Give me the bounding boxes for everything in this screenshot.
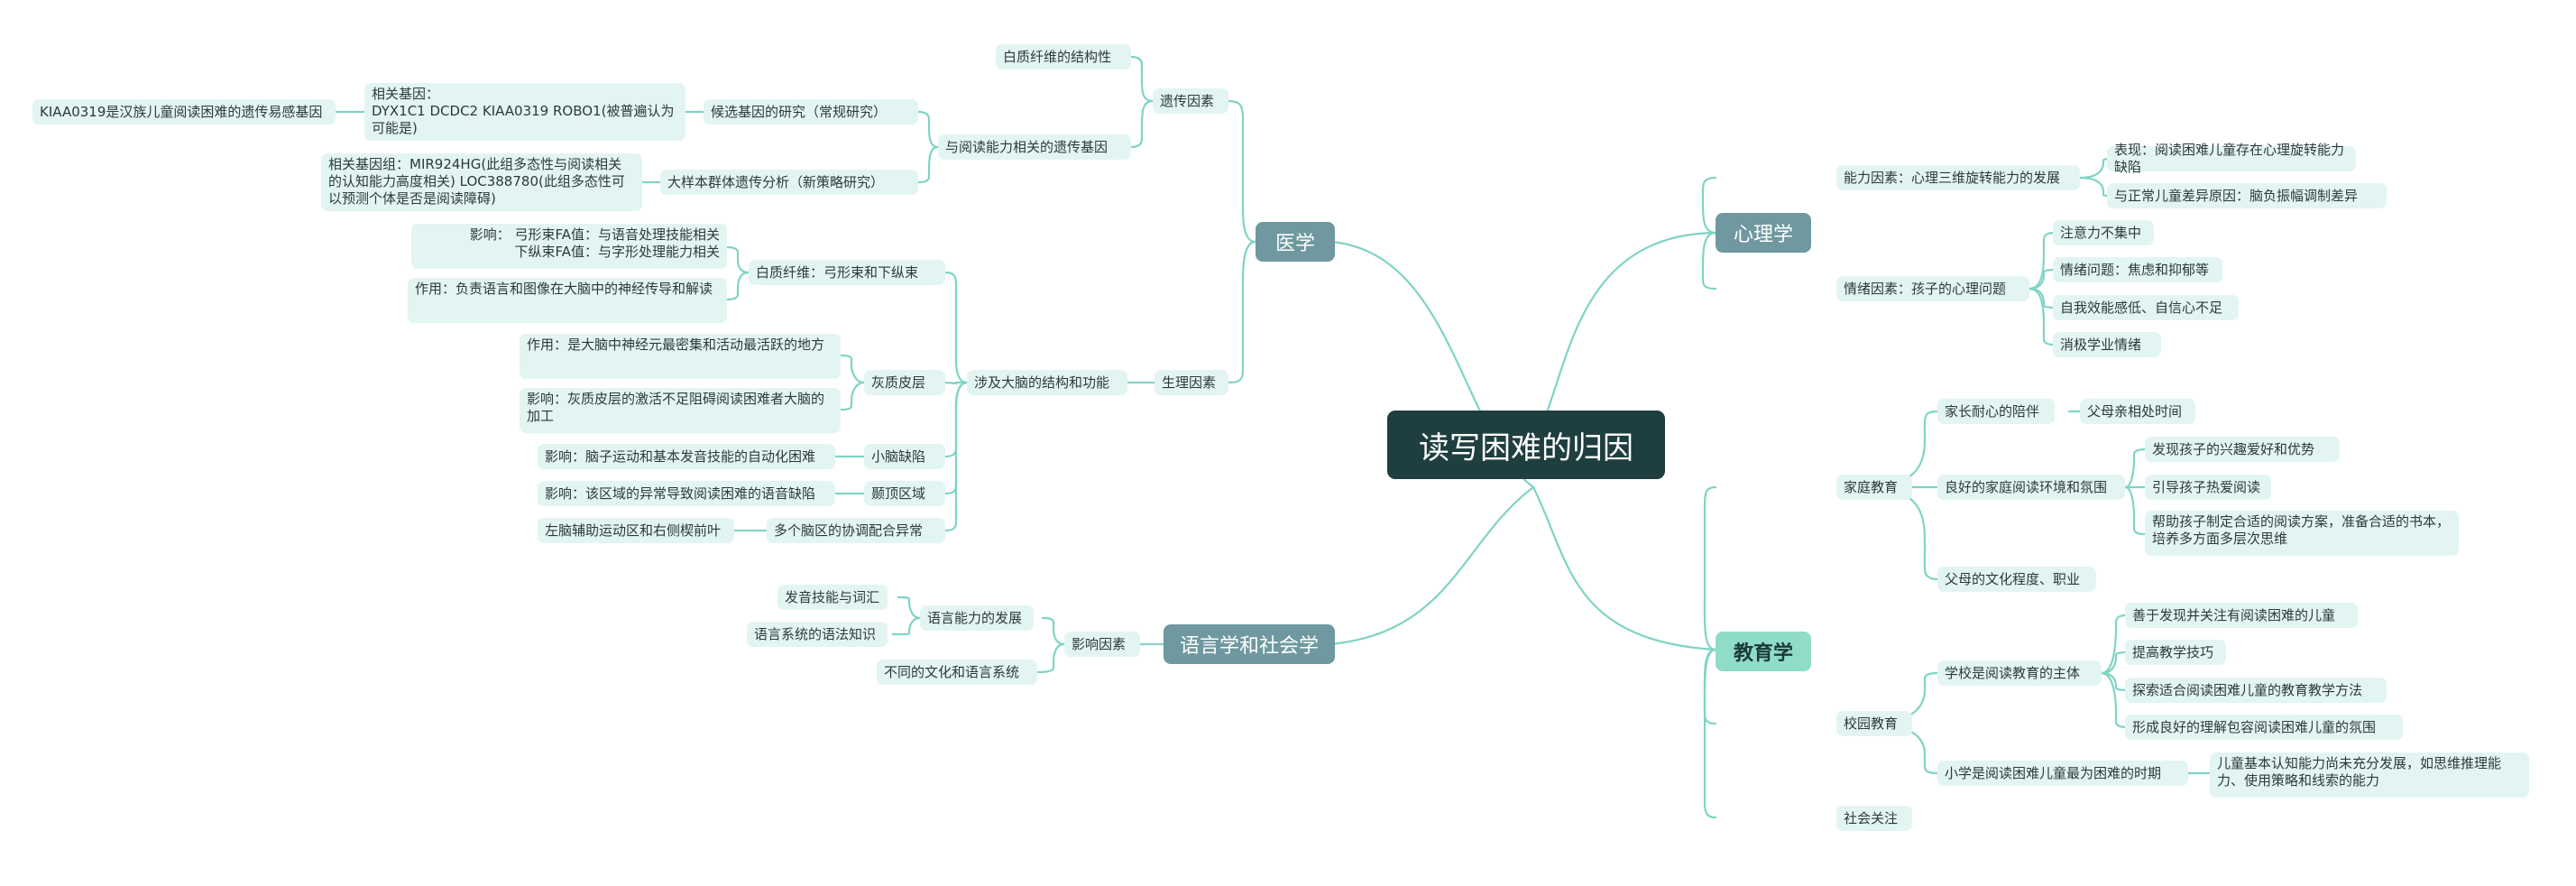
node-guide-reading[interactable]: 引导孩子热爱阅读 (2145, 475, 2271, 500)
node-anxiety[interactable]: 情绪问题：焦虑和抑郁等 (2053, 257, 2222, 282)
node-difference-cause[interactable]: 与正常儿童差异原因：脑负振幅调制差异 (2107, 183, 2387, 208)
node-performance[interactable]: 表现：阅读困难儿童存在心理旋转能力缺陷 (2107, 142, 2356, 175)
node-reading-plan[interactable]: 帮助孩子制定合适的阅读方案，准备合适的书本，培养多方面多层次思维 (2145, 511, 2459, 556)
node-kiaa-note[interactable]: KIAA0319是汉族儿童阅读困难的遗传易感基因 (32, 99, 336, 125)
node-improve-skills[interactable]: 提高教学技巧 (2125, 640, 2226, 665)
node-social-attention[interactable]: 社会关注 (1836, 806, 1912, 831)
node-gwas[interactable]: 大样本群体遗传分析（新策略研究） (660, 170, 918, 195)
node-related-genes[interactable]: 相关基因： DYX1C1 DCDC2 KIAA0319 ROBO1(被普遍认为可… (364, 83, 685, 141)
node-discover-interests[interactable]: 发现孩子的兴趣爱好和优势 (2145, 437, 2340, 462)
node-influence-factors[interactable]: 影响因素 (1064, 632, 1140, 657)
node-attention[interactable]: 注意力不集中 (2053, 220, 2154, 245)
root-topic[interactable]: 读写困难的归因 (1387, 411, 1665, 479)
node-parents-culture[interactable]: 父母的文化程度、职业 (1937, 567, 2096, 592)
node-school-main[interactable]: 学校是阅读教育的主体 (1937, 660, 2102, 686)
branch-medicine[interactable]: 医学 (1256, 222, 1335, 262)
node-atmosphere[interactable]: 形成良好的理解包容阅读困难儿童的氛围 (2125, 715, 2403, 740)
node-language-development[interactable]: 语言能力的发展 (920, 605, 1034, 631)
node-negative-emotion[interactable]: 消极学业情绪 (2053, 332, 2161, 357)
node-gray-matter[interactable]: 灰质皮层 (864, 370, 945, 395)
node-genetic-factors[interactable]: 遗传因素 (1153, 88, 1228, 114)
node-multi-region-detail[interactable]: 左脑辅助运动区和右侧楔前叶 (538, 518, 734, 543)
node-gm-influence[interactable]: 影响：灰质皮层的激活不足阻碍阅读困难者大脑的加工 (520, 388, 841, 433)
branch-psychology[interactable]: 心理学 (1716, 213, 1811, 253)
node-brain-structure[interactable]: 涉及大脑的结构和功能 (967, 370, 1127, 395)
branch-linguistics[interactable]: 语言学和社会学 (1164, 624, 1335, 664)
node-cerebellum-influence[interactable]: 影响：脑子运动和基本发音技能的自动化困难 (538, 444, 835, 469)
node-multi-region[interactable]: 多个脑区的协调配合异常 (767, 518, 945, 543)
node-related-gene-group[interactable]: 相关基因组：MIR924HG(此组多态性与阅读相关的认知能力高度相关) LOC3… (321, 153, 642, 211)
node-ability-factor[interactable]: 能力因素：心理三维旋转能力的发展 (1836, 165, 2080, 190)
node-cerebellum[interactable]: 小脑缺陷 (864, 444, 945, 469)
node-self-efficacy[interactable]: 自我效能感低、自信心不足 (2053, 295, 2239, 320)
node-white-matter[interactable]: 白质纤维：弓形束和下纵束 (749, 260, 945, 285)
node-wm-function[interactable]: 作用：负责语言和图像在大脑中的神经传导和解读 (408, 278, 727, 323)
node-explore-methods[interactable]: 探索适合阅读困难儿童的教育教学方法 (2125, 678, 2387, 703)
node-family-environment[interactable]: 良好的家庭阅读环境和氛围 (1937, 475, 2125, 500)
node-school-education[interactable]: 校园教育 (1836, 711, 1912, 736)
node-emotion-factor[interactable]: 情绪因素：孩子的心理问题 (1836, 276, 2029, 301)
node-gm-function[interactable]: 作用：是大脑中神经元最密集和活动最活跃的地方 (520, 334, 841, 379)
node-candidate-gene-study[interactable]: 候选基因的研究（常规研究） (704, 99, 918, 125)
node-parietal[interactable]: 颞顶区域 (864, 481, 945, 506)
node-family-education[interactable]: 家庭教育 (1836, 475, 1912, 500)
node-find-children[interactable]: 善于发现并关注有阅读困难的儿童 (2125, 603, 2358, 628)
node-time-together[interactable]: 父母亲相处时间 (2080, 399, 2195, 424)
node-grammar[interactable]: 语言系统的语法知识 (747, 622, 888, 647)
node-reading-genes[interactable]: 与阅读能力相关的遗传基因 (938, 134, 1131, 160)
node-culture[interactable]: 不同的文化和语言系统 (877, 660, 1037, 685)
node-pronunciation[interactable]: 发音技能与词汇 (777, 585, 888, 610)
node-parietal-influence[interactable]: 影响：该区域的异常导致阅读困难的语音缺陷 (538, 481, 835, 506)
node-primary-note[interactable]: 儿童基本认知能力尚未充分发展，如思维推理能力、使用策略和线索的能力 (2210, 752, 2529, 798)
node-parent-patience[interactable]: 家长耐心的陪伴 (1937, 399, 2055, 424)
branch-education[interactable]: 教育学 (1716, 632, 1811, 671)
node-physiological-factors[interactable]: 生理因素 (1155, 370, 1228, 395)
node-primary-school[interactable]: 小学是阅读困难儿童最为困难的时期 (1937, 761, 2188, 786)
node-white-matter-structure[interactable]: 白质纤维的结构性 (996, 44, 1131, 69)
node-wm-influence[interactable]: 影响： 弓形束FA值：与语音处理技能相关 下纵束FA值：与字形处理能力相关 (411, 224, 727, 269)
